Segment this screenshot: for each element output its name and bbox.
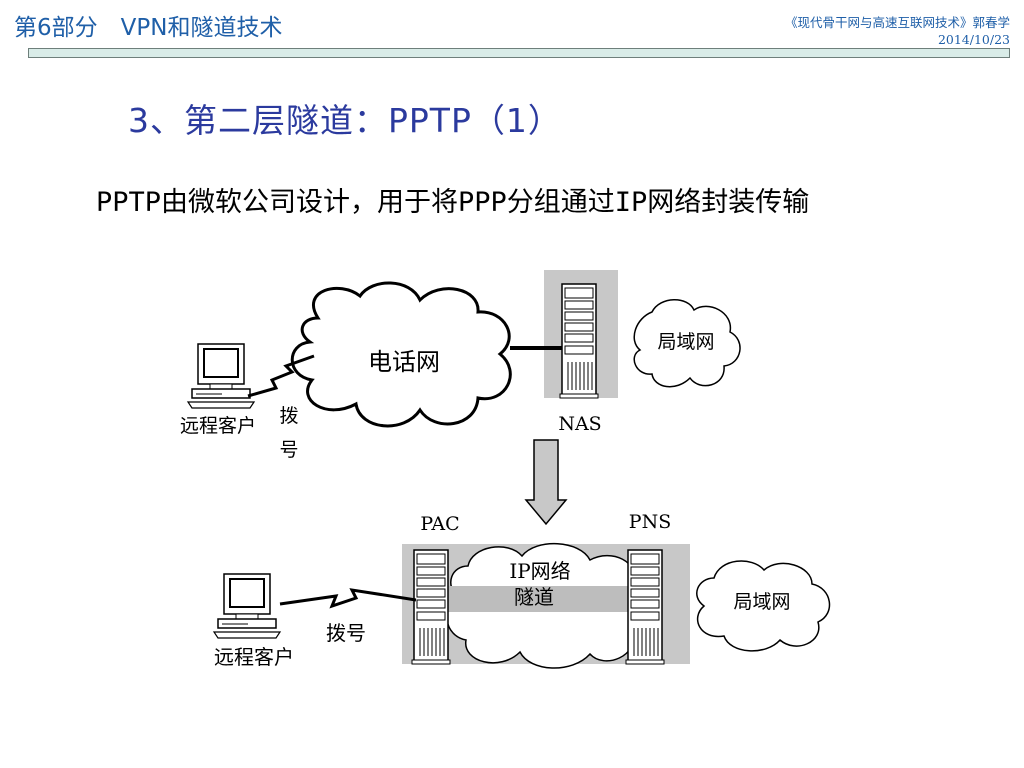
nas-label: NAS [558, 413, 601, 435]
top-lan-label: 局域网 [657, 331, 714, 353]
top-dial-label-line2: 号 [279, 439, 298, 461]
pns-label: PNS [629, 511, 671, 533]
header-date: 2014/10/23 [937, 32, 1010, 47]
phone-network-cloud [290, 281, 512, 428]
pac-label: PAC [420, 513, 459, 535]
top-remote-client-label: 远程客户 [180, 415, 256, 437]
transition-arrow [524, 439, 568, 526]
bottom-lan-label: 局域网 [733, 591, 790, 613]
phone-network-label: 电话网 [368, 348, 440, 376]
ip-network-label-line1: IP网络 [509, 559, 570, 583]
tunnel-band [446, 586, 638, 612]
bottom-remote-client-label: 远程客户 [214, 645, 294, 669]
slide-subtitle: PPTP由微软公司设计，用于将PPP分组通过IP网络封装传输 [96, 187, 810, 218]
top-remote-client-pc-icon [187, 343, 255, 409]
top-dial-line [247, 354, 315, 398]
top-lan-cloud [633, 299, 741, 388]
nas-server-icon [559, 283, 599, 399]
bottom-dial-label: 拨号 [326, 621, 366, 645]
header-divider-bar [28, 48, 1010, 58]
bottom-lan-cloud [696, 560, 831, 652]
pns-server-icon [625, 549, 665, 665]
bottom-remote-client-pc-icon [213, 573, 281, 639]
book-title: 《现代骨干网与高速互联网技术》郭春学 [784, 15, 1010, 30]
slide-title: 3、第二层隧道：PPTP（1） [128, 101, 562, 140]
ip-network-label-line2: 隧道 [514, 585, 554, 609]
top-dial-label-line1: 拨 [279, 405, 298, 427]
bottom-dial-line [279, 588, 417, 609]
section-title: 第6部分 VPN和隧道技术 [14, 15, 283, 41]
pac-server-icon [411, 549, 451, 665]
